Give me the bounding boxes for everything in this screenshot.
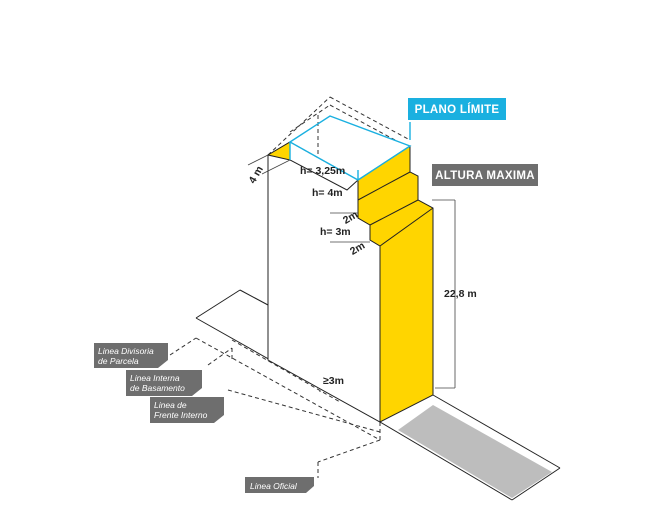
plano-limite-label: PLANO LÍMITE [415,103,500,116]
street-edge [511,467,561,501]
frente-line-2: Frente Interno [154,410,208,420]
tag-linea-divisoria: Linea Divisoria de Parcela [94,343,168,368]
basamento-line-2: de Basamento [130,383,185,393]
h-325-label: h= 3,25m [300,165,345,177]
plano-limite-outline [288,115,412,181]
sidewalk-right-edge [432,394,561,469]
dimension-leaders [247,154,456,389]
h-3-label: h= 3m [320,226,351,238]
setback-4m-label: 4 m [246,164,265,186]
sidewalk [398,405,552,498]
divisoria-line-1: Linea Divisoria [98,346,154,356]
min-3m-label: ≥3m [323,375,344,387]
tag-linea-frente: Linea de Frente Interno [150,397,224,423]
plano-limite-tag: PLANO LÍMITE [408,98,506,120]
frente-line-1: Linea de [154,400,187,410]
tag-linea-oficial: Linea Oficial [245,477,314,493]
oficial-label: Linea Oficial [250,481,298,491]
step-lines [357,171,434,247]
tag-linea-basamento: Linea Interna de Basamento [126,370,202,396]
height-228-label: 22,8 m [444,288,477,300]
h-4-label: h= 4m [312,187,343,199]
parcel-line-back [195,289,241,319]
parcel-line-back-2 [239,289,269,306]
altura-maxima-tag: ALTURA MAXIMA [432,164,538,186]
sidewalk-front-edge [379,421,513,501]
altura-maxima-label: ALTURA MAXIMA [435,170,535,182]
basamento-line-1: Linea Interna [130,373,180,383]
divisoria-line-2: de Parcela [98,356,139,366]
